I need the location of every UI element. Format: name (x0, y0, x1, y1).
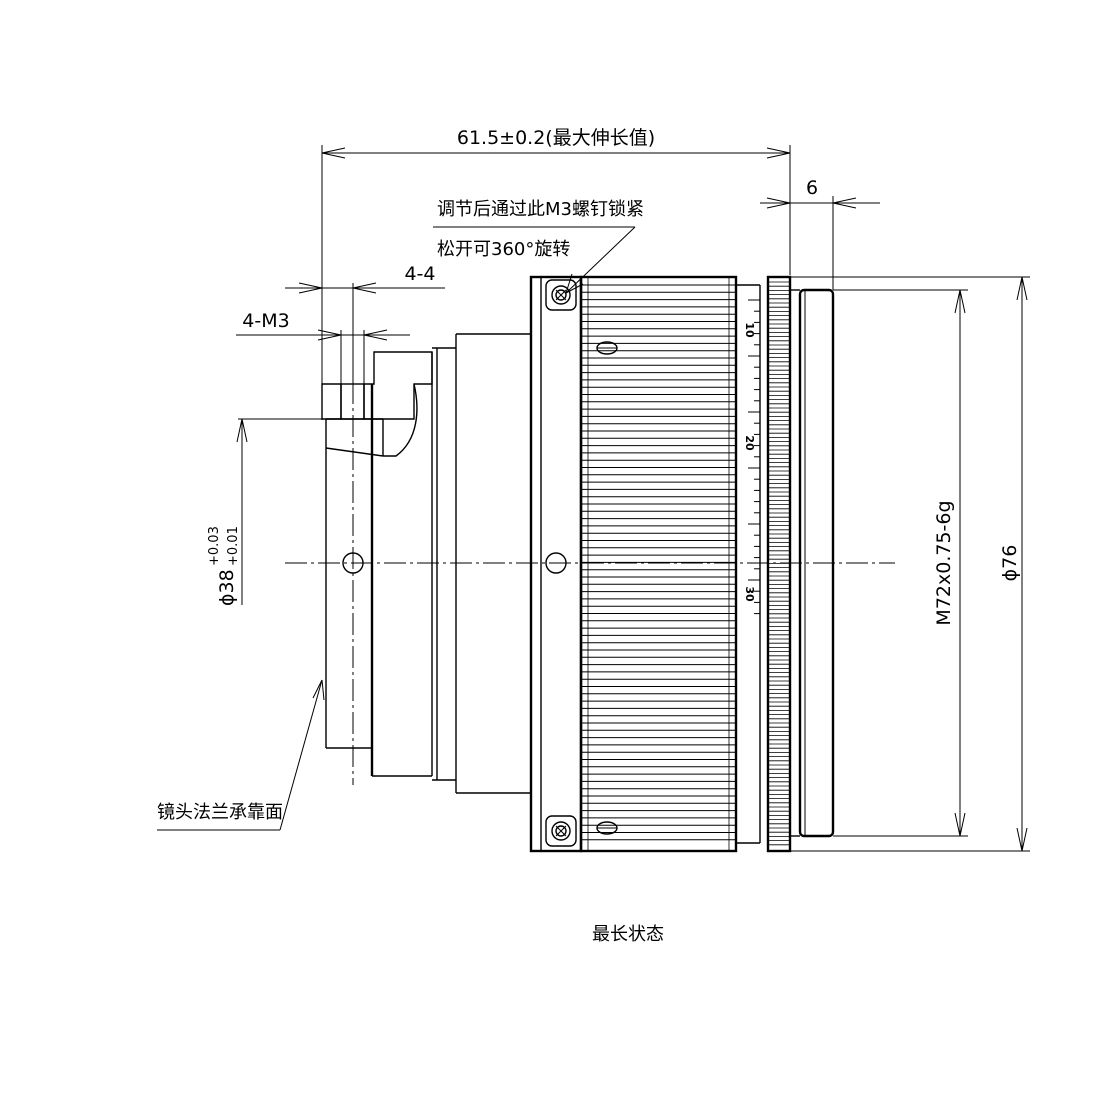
mount-diameter-label: ϕ38 (216, 569, 238, 606)
flange-note-label: 镜头法兰承靠面 (157, 802, 283, 823)
front-width-label: 6 (806, 177, 818, 199)
flange-note: 镜头法兰承靠面 (157, 679, 325, 831)
grip-ring (766, 275, 792, 853)
knurled-barrel (579, 275, 738, 853)
dim-mount-diameter: ϕ38 +0.03 +0.01 (207, 418, 326, 606)
outer-diameter-label: ϕ76 (999, 545, 1021, 582)
scale-mark-30: 30 (743, 586, 756, 602)
dim-mount-spacing: 4-4 (285, 263, 445, 400)
mount-flange (321, 333, 531, 794)
mount-thread-label: 4-M3 (242, 310, 289, 332)
lock-note-line1: 调节后通过此M3螺钉锁紧 (437, 199, 644, 220)
front-thread (790, 288, 835, 838)
mount-diameter-tol-lower: +0.01 (226, 526, 241, 566)
top-lock-screw-icon[interactable] (545, 279, 577, 311)
dim-mount-thread: 4-M3 (236, 310, 410, 384)
state-caption: 最长状态 (592, 924, 664, 945)
lock-note-line2: 松开可360°旋转 (437, 239, 570, 260)
mount-spacing-label: 4-4 (404, 263, 435, 285)
focus-housing (529, 275, 583, 853)
lock-screw-note: 调节后通过此M3螺钉锁紧 松开可360°旋转 (433, 199, 644, 294)
dim-overall-length: 61.5±0.2(最大伸长值) (321, 127, 791, 420)
dim-filter-thread: M72x0.75-6g (833, 289, 968, 837)
dim-front-width: 6 (760, 177, 880, 290)
mount-diameter-tol-upper: +0.03 (207, 526, 222, 566)
dim-outer-diameter: ϕ76 (790, 276, 1030, 852)
scale-mark-10: 10 (743, 322, 756, 338)
filter-thread-label: M72x0.75-6g (933, 500, 955, 625)
focus-scale: 10 20 30 (736, 284, 761, 844)
overall-length-label: 61.5±0.2(最大伸长值) (457, 127, 655, 149)
scale-mark-20: 20 (743, 435, 756, 451)
bottom-lock-screw-icon[interactable] (545, 815, 577, 847)
